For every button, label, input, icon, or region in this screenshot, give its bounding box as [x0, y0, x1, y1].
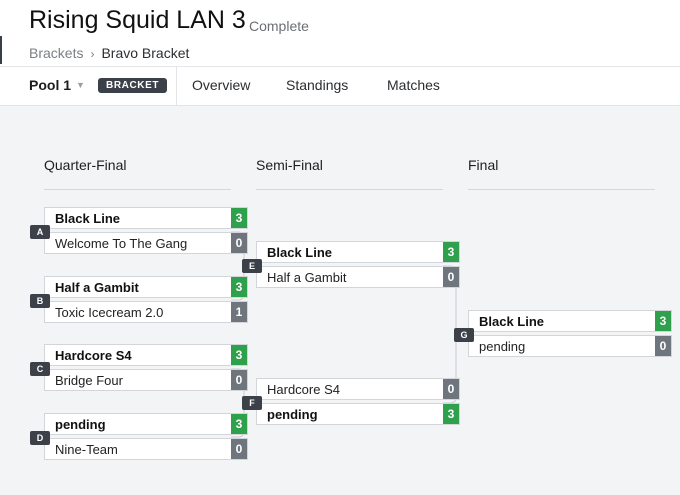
pool-selector[interactable]: Pool 1 ▼ [29, 77, 85, 93]
team-name: Bridge Four [55, 373, 123, 388]
tab-overview[interactable]: Overview [192, 77, 251, 93]
team-name: Black Line [479, 314, 545, 329]
score-badge: 3 [231, 277, 247, 297]
tab-bar: Pool 1 ▼ BRACKET Overview Standings Match… [0, 66, 680, 106]
match-e[interactable]: Black Line 3 Half a Gambit 0 [256, 241, 460, 288]
score-badge: 0 [443, 379, 459, 399]
breadcrumb: Brackets › Bravo Bracket [29, 45, 189, 61]
team-name: Black Line [55, 211, 121, 226]
match-slot: Black Line 3 [256, 241, 460, 263]
match-a[interactable]: Black Line 3 Welcome To The Gang 0 [44, 207, 248, 254]
chevron-right-icon: › [90, 47, 95, 61]
match-slot: Nine-Team 0 [44, 438, 248, 460]
match-g[interactable]: Black Line 3 pending 0 [468, 310, 672, 357]
match-slot: Black Line 3 [44, 207, 248, 229]
round-divider [256, 189, 443, 190]
team-name: Half a Gambit [267, 270, 347, 285]
score-badge: 0 [231, 439, 247, 459]
breadcrumb-current: Bravo Bracket [101, 45, 190, 61]
pool-label: Pool 1 [29, 77, 72, 93]
match-slot: Black Line 3 [468, 310, 672, 332]
match-slot: Half a Gambit 0 [256, 266, 460, 288]
team-name: pending [479, 339, 526, 354]
team-name: Hardcore S4 [55, 348, 132, 363]
team-name: Welcome To The Gang [55, 236, 188, 251]
match-slot: pending 3 [256, 403, 460, 425]
round-title-semi-final: Semi-Final [256, 157, 323, 173]
score-badge: 0 [231, 370, 247, 390]
match-b[interactable]: Half a Gambit 3 Toxic Icecream 2.0 1 [44, 276, 248, 323]
match-d[interactable]: pending 3 Nine-Team 0 [44, 413, 248, 460]
team-name: Hardcore S4 [267, 382, 340, 397]
score-badge: 3 [231, 345, 247, 365]
match-slot: Bridge Four 0 [44, 369, 248, 391]
score-badge: 0 [655, 336, 671, 356]
score-badge: 3 [231, 414, 247, 434]
match-slot: Welcome To The Gang 0 [44, 232, 248, 254]
match-id-label: G [454, 328, 474, 342]
round-divider [44, 189, 231, 190]
tab-standings[interactable]: Standings [286, 77, 349, 93]
header-accent-bar [0, 36, 2, 64]
score-badge: 3 [443, 242, 459, 262]
tab-divider [176, 67, 177, 105]
match-slot: pending 0 [468, 335, 672, 357]
tab-matches[interactable]: Matches [387, 77, 440, 93]
match-c[interactable]: Hardcore S4 3 Bridge Four 0 [44, 344, 248, 391]
team-name: Toxic Icecream 2.0 [55, 305, 164, 320]
team-name: Black Line [267, 245, 333, 260]
round-title-final: Final [468, 157, 499, 173]
score-badge: 3 [231, 208, 247, 228]
team-name: pending [55, 417, 106, 432]
score-badge: 0 [231, 233, 247, 253]
score-badge: 3 [443, 404, 459, 424]
breadcrumb-brackets-link[interactable]: Brackets [29, 45, 84, 61]
team-name: Nine-Team [55, 442, 118, 457]
match-id-label: C [30, 362, 50, 376]
score-badge: 3 [655, 311, 671, 331]
score-badge: 1 [231, 302, 247, 322]
match-id-label: E [242, 259, 262, 273]
match-id-label: D [30, 431, 50, 445]
score-badge: 0 [443, 267, 459, 287]
bracket-badge: BRACKET [98, 78, 168, 93]
team-name: Half a Gambit [55, 280, 139, 295]
tournament-status: Complete [249, 18, 309, 34]
team-name: pending [267, 407, 318, 422]
caret-down-icon: ▼ [76, 80, 85, 90]
match-id-label: B [30, 294, 50, 308]
match-slot: Hardcore S4 0 [256, 378, 460, 400]
page-title: Rising Squid LAN 3 [29, 6, 246, 34]
page-header: Rising Squid LAN 3 Complete Brackets›Bra… [0, 0, 680, 66]
match-f[interactable]: Hardcore S4 0 pending 3 [256, 378, 460, 425]
round-divider [468, 189, 655, 190]
match-id-label: A [30, 225, 50, 239]
match-slot: Hardcore S4 3 [44, 344, 248, 366]
match-slot: Half a Gambit 3 [44, 276, 248, 298]
round-title-quarter-final: Quarter-Final [44, 157, 127, 173]
match-slot: pending 3 [44, 413, 248, 435]
match-slot: Toxic Icecream 2.0 1 [44, 301, 248, 323]
match-id-label: F [242, 396, 262, 410]
